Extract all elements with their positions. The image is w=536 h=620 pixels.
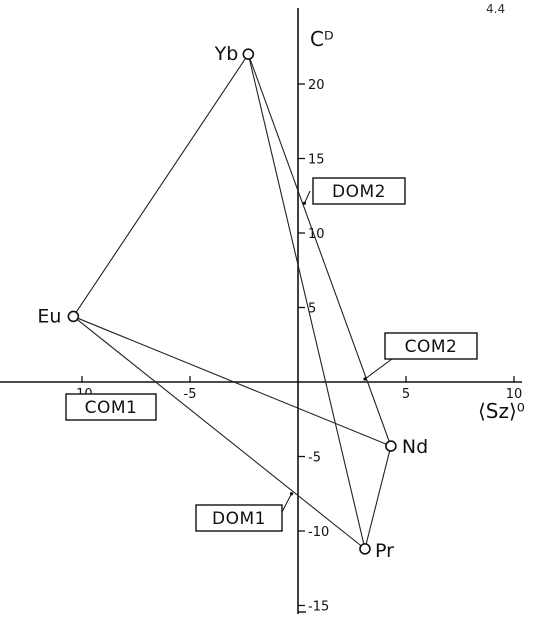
y-tick-label: 15 [308,153,325,168]
y-axis-title: Cᴰ [310,27,334,51]
data-points [67,48,397,555]
x-tick-label: 10 [506,387,523,402]
edge-eu-nd [73,315,392,447]
box-dom2 [312,177,406,205]
point-label-eu: Eu [37,305,61,327]
x-tick-label: -5 [184,387,197,402]
box-label-com1: COM1 [85,398,138,418]
box-label-dom2: DOM2 [332,182,386,202]
edge-yb-nd [247,54,392,447]
point-yb [242,48,255,61]
x-axis-title: ⟨Sz⟩⁰ [478,399,525,423]
x-tick-label: 5 [402,387,410,402]
point-label-yb: Yb [214,43,239,65]
y-tick-label: 20 [308,78,325,93]
y-tick-label: 5 [308,302,316,317]
box-com1 [65,393,157,421]
point-nd [385,440,397,452]
leader-dom2 [304,190,311,204]
annotation-leaders [109,190,393,513]
y-tick-label: -10 [308,525,329,540]
box-dom1 [195,504,283,532]
point-label-pr: Pr [375,540,394,562]
edge-eu-pr [73,316,366,550]
point-pr [359,543,371,555]
leader-dom1 [281,493,292,513]
triangle-edges [72,53,392,550]
edge-yb-pr [247,54,366,550]
box-label-com2: COM2 [405,337,458,357]
box-com2 [384,332,478,360]
edge-yb-eu [72,53,249,317]
y-tick-label: -15 [308,600,329,615]
edge-nd-pr [364,445,392,550]
leader-com2 [364,358,393,380]
point-eu [67,310,80,323]
y-tick-label: -5 [308,451,321,466]
point-label-nd: Nd [402,436,428,458]
leader-tip-com2 [363,377,367,381]
box-label-dom1: DOM1 [212,509,266,529]
leader-tip-dom2 [302,201,307,205]
corner-text: 4.4 [486,2,506,16]
leader-tip-dom1 [289,492,294,496]
